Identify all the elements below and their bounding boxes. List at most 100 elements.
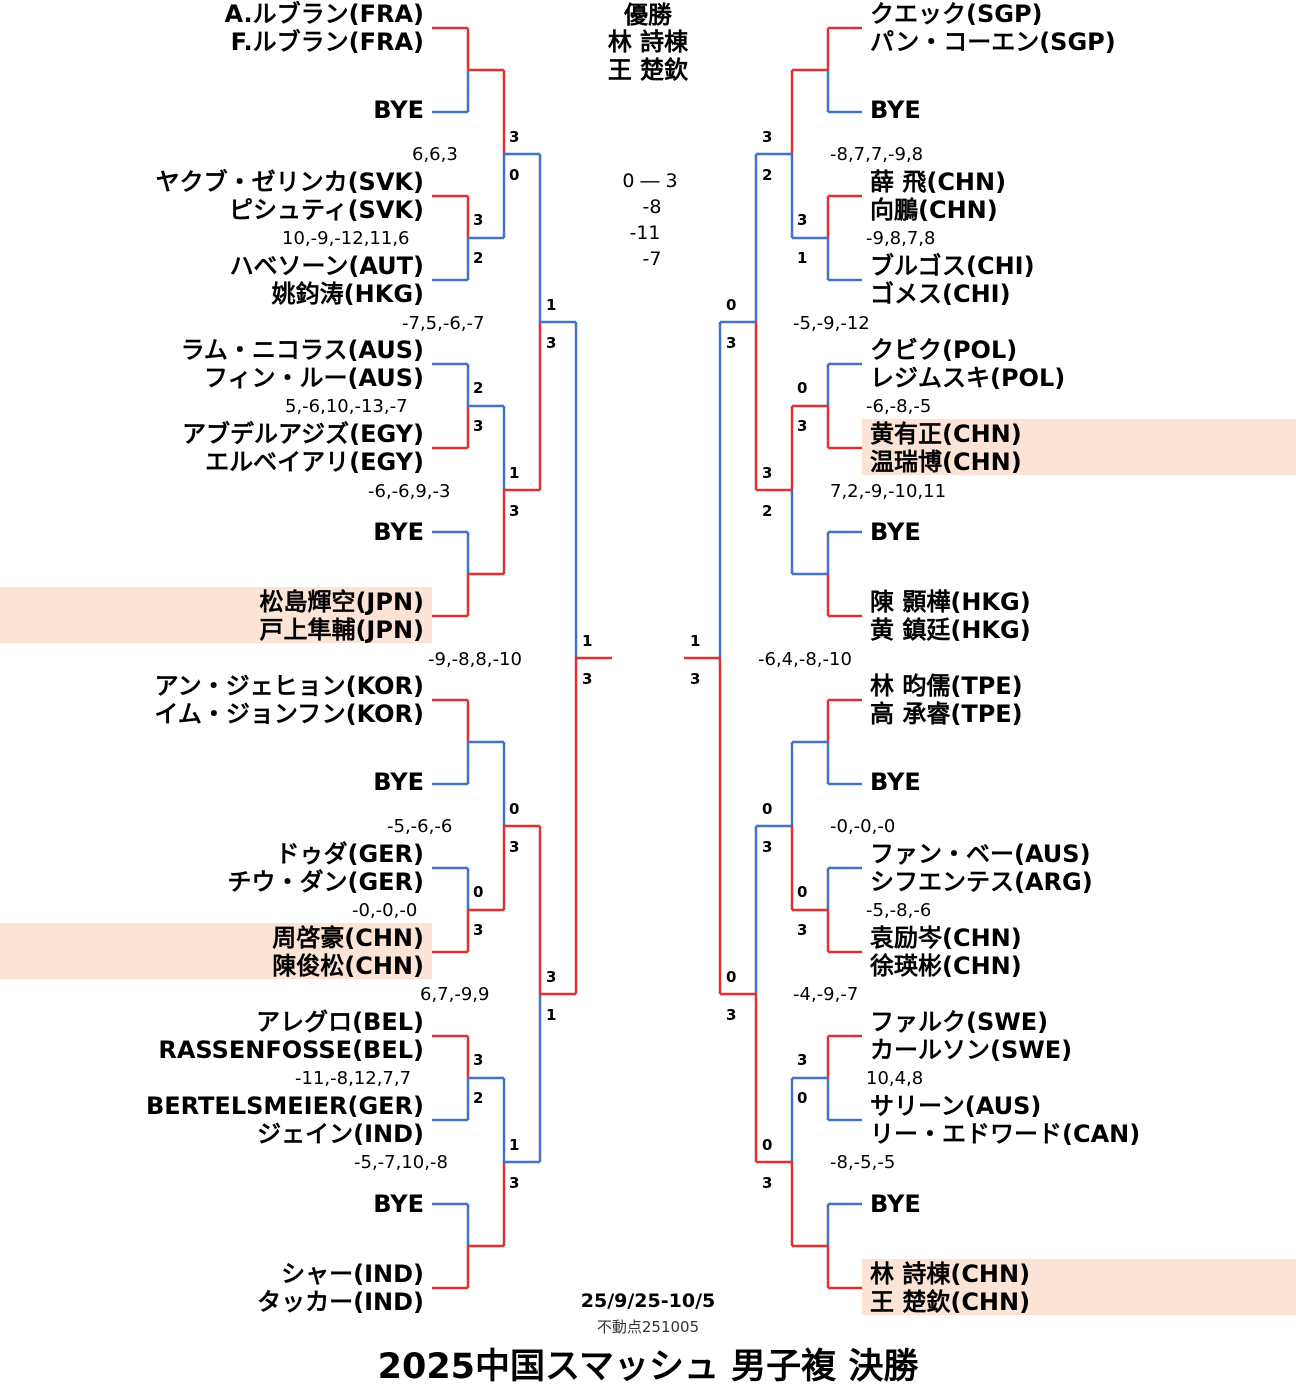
- left-set-scores: -9,-8,8,-10: [428, 649, 522, 670]
- final-game-2: -11: [629, 222, 661, 244]
- right-player: 袁励岑(CHN): [870, 924, 1022, 952]
- right-set-scores: -5,-8,-6: [866, 900, 932, 921]
- left-game-count: 2: [473, 1089, 484, 1107]
- right-game-count: 0: [797, 883, 808, 901]
- left-player: フィン・ルー(AUS): [203, 364, 424, 392]
- right-game-count: 0: [762, 1136, 773, 1154]
- right-set-scores: 7,2,-9,-10,11: [830, 481, 947, 502]
- left-game-count: 0: [473, 883, 484, 901]
- right-player: 王 楚欽(CHN): [870, 1288, 1031, 1316]
- left-player: F.ルブラン(FRA): [230, 28, 424, 56]
- right-game-count: 2: [762, 166, 773, 184]
- right-game-count: 0: [726, 296, 737, 314]
- right-player: ファン・ベー(AUS): [870, 840, 1091, 868]
- left-set-scores: -7,5,-6,-7: [402, 313, 485, 334]
- right-game-count: 3: [797, 211, 808, 229]
- right-set-scores: -5,-9,-12: [793, 313, 870, 334]
- left-game-count: 2: [473, 379, 484, 397]
- left-game-count: 3: [582, 670, 593, 688]
- left-player: エルベイアリ(EGY): [205, 448, 424, 476]
- right-game-count: 3: [762, 1174, 773, 1192]
- right-set-scores: -9,8,7,8: [866, 228, 936, 249]
- left-player: アブデルアジズ(EGY): [182, 420, 424, 448]
- left-set-scores: -11,-8,12,7,7: [295, 1068, 412, 1089]
- right-player: リー・エドワード(CAN): [870, 1120, 1141, 1148]
- left-game-count: 2: [473, 249, 484, 267]
- right-player: BYE: [870, 1190, 921, 1218]
- left-player: BYE: [373, 518, 424, 546]
- final-score: 0 ― 3: [622, 170, 678, 192]
- left-player: アン・ジェヒョン(KOR): [154, 672, 424, 700]
- left-set-scores: 10,-9,-12,11,6: [282, 228, 410, 249]
- right-player: ゴメス(CHI): [870, 280, 1011, 308]
- highlight-zhou-chen: [0, 923, 432, 979]
- left-game-count: 1: [546, 1006, 557, 1024]
- left-game-count: 3: [473, 921, 484, 939]
- right-game-count: 3: [797, 921, 808, 939]
- left-game-count: 3: [473, 417, 484, 435]
- left-set-scores: 6,7,-9,9: [420, 984, 490, 1005]
- left-player: シャー(IND): [281, 1260, 424, 1288]
- left-game-count: 0: [509, 166, 520, 184]
- right-game-count: 3: [726, 1006, 737, 1024]
- highlight-huang-wen: [862, 419, 1296, 475]
- left-player: BYE: [373, 768, 424, 796]
- left-set-scores: 6,6,3: [412, 144, 458, 165]
- left-player: 周啓豪(CHN): [272, 924, 424, 952]
- left-player: 陳俊松(CHN): [272, 952, 424, 980]
- right-set-scores: 10,4,8: [866, 1068, 924, 1089]
- right-player: クエック(SGP): [870, 0, 1043, 28]
- right-game-count: 3: [762, 838, 773, 856]
- right-game-count: 3: [797, 1051, 808, 1069]
- left-player: ラム・ニコラス(AUS): [180, 336, 424, 364]
- right-game-count: 0: [726, 968, 737, 986]
- tournament-date: 25/9/25-10/5: [580, 1290, 716, 1312]
- right-player: 向鵬(CHN): [870, 196, 998, 224]
- right-player: クビク(POL): [870, 336, 1018, 364]
- final-game-1: -8: [642, 196, 662, 218]
- left-set-scores: -6,-6,9,-3: [368, 481, 451, 502]
- right-player: BYE: [870, 518, 921, 546]
- highlight-matsushima-togami: [0, 587, 432, 643]
- right-game-count: 0: [797, 379, 808, 397]
- right-game-count: 0: [797, 1089, 808, 1107]
- right-game-count: 3: [726, 334, 737, 352]
- left-player: BYE: [373, 96, 424, 124]
- left-player: ジェイン(IND): [257, 1120, 424, 1148]
- left-player: BERTELSMEIER(GER): [145, 1092, 424, 1120]
- left-game-count: 3: [546, 334, 557, 352]
- left-game-count: 3: [473, 1051, 484, 1069]
- right-player: レジムスキ(POL): [870, 364, 1066, 392]
- left-player: ピシュティ(SVK): [229, 196, 424, 224]
- right-player: シフエンテス(ARG): [870, 868, 1093, 896]
- left-player: 松島輝空(JPN): [259, 588, 424, 616]
- left-player: アレグロ(BEL): [256, 1008, 424, 1036]
- right-game-count: 3: [797, 417, 808, 435]
- left-set-scores: -0,-0,-0: [352, 900, 418, 921]
- right-game-count: 3: [690, 670, 701, 688]
- left-player: ドゥダ(GER): [275, 840, 424, 868]
- right-set-scores: -6,-8,-5: [866, 396, 932, 417]
- left-player: 姚鈞涛(HKG): [271, 280, 424, 308]
- right-player: BYE: [870, 768, 921, 796]
- left-set-scores: -5,-6,-6: [387, 816, 453, 837]
- right-set-scores: -0,-0,-0: [830, 816, 896, 837]
- left-player: A.ルブラン(FRA): [224, 0, 424, 28]
- left-set-scores: 5,-6,10,-13,-7: [285, 396, 408, 417]
- right-player: 黄有正(CHN): [870, 420, 1022, 448]
- champion-player-1: 林 詩棟: [607, 28, 689, 56]
- right-player: 温瑞博(CHN): [870, 448, 1022, 476]
- right-player: 高 承睿(TPE): [870, 700, 1023, 728]
- left-player: ハベソーン(AUT): [229, 252, 424, 280]
- champion-player-2: 王 楚欽: [607, 56, 689, 84]
- left-game-count: 3: [509, 502, 520, 520]
- left-game-count: 3: [546, 968, 557, 986]
- left-player: チウ・ダン(GER): [227, 868, 424, 896]
- right-player: 林 詩棟(CHN): [870, 1260, 1031, 1288]
- right-set-scores: -6,4,-8,-10: [758, 649, 852, 670]
- right-set-scores: -8,-5,-5: [830, 1152, 896, 1173]
- right-player: パン・コーエン(SGP): [870, 28, 1116, 56]
- fixed-point-label: 不動点251005: [596, 1318, 700, 1336]
